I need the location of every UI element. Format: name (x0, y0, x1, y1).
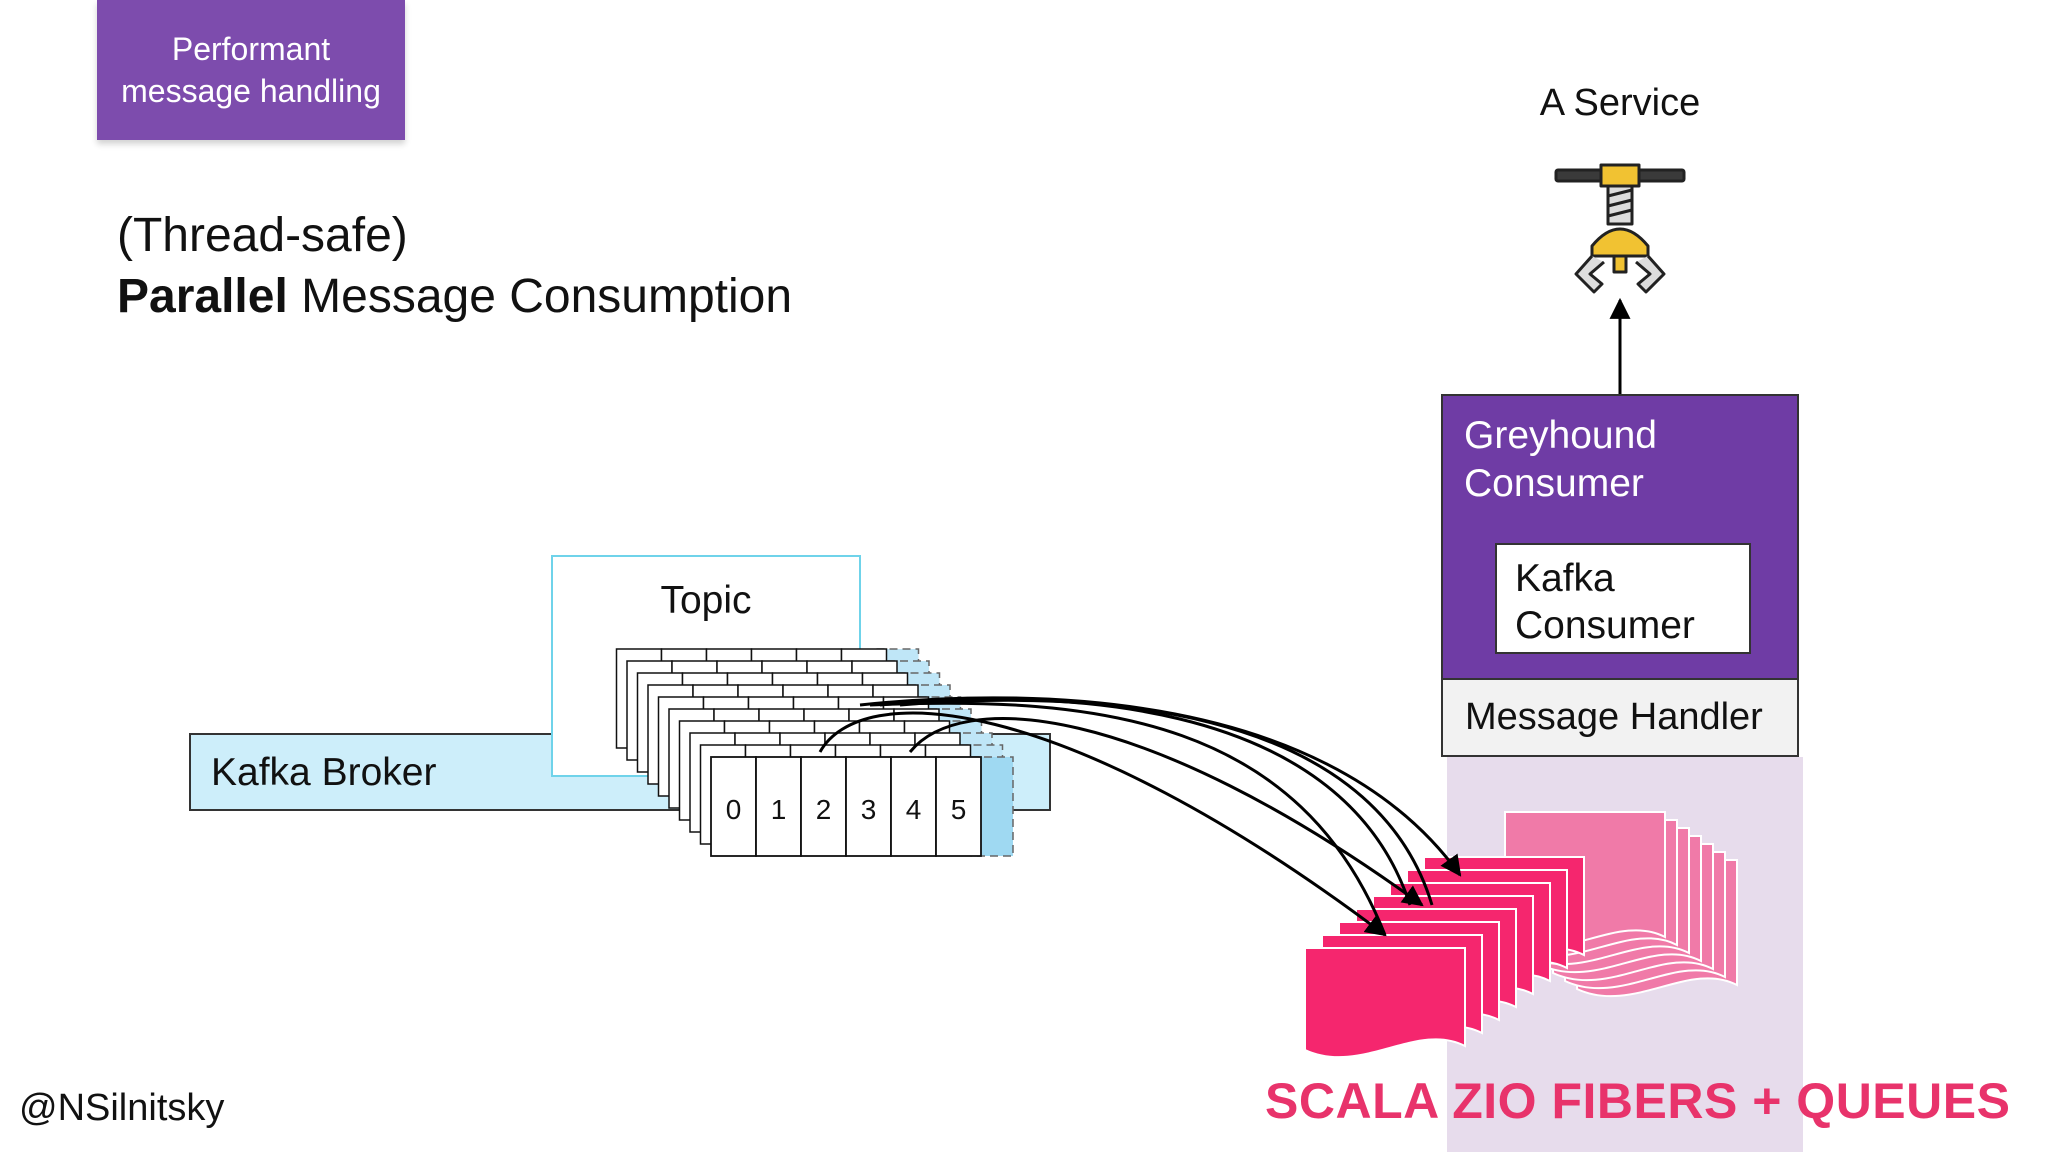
partition-cell (845, 756, 892, 857)
kafka-consumer-line2: Consumer (1515, 604, 1695, 647)
section-tag-line1: Performant (171, 31, 331, 67)
robot-claw-icon (1554, 163, 1686, 294)
fibers-caption: SCALA ZIO FIBERS + QUEUES (1265, 1073, 2011, 1129)
section-tag: Performant message handling (97, 0, 405, 140)
partition-label-4: 4 (906, 794, 922, 825)
kafka-consumer-box: Kafka Consumer (1495, 543, 1751, 654)
fiber-sheet (1304, 947, 1466, 1059)
partition-label-3: 3 (861, 794, 877, 825)
partition-to-fiber-arrows (818, 696, 1462, 937)
bright-fiber-stack (1304, 856, 1585, 1059)
partition-cell (710, 756, 757, 857)
author-handle: @NSilnitsky (19, 1087, 225, 1129)
partition-label-5: 5 (951, 794, 967, 825)
message-handler-box: Message Handler (1441, 680, 1799, 757)
arrow-partition-4 (908, 717, 1424, 907)
kafka-consumer-line1: Kafka (1515, 557, 1615, 600)
partition-label-0: 0 (726, 794, 742, 825)
arrow-partition-d (869, 701, 1387, 936)
partition-label-2: 2 (816, 794, 832, 825)
arrow-partition-2 (818, 711, 1387, 937)
slide-title-rest: Message Consumption (287, 270, 793, 323)
greyhound-title-line2: Consumer (1464, 462, 1644, 505)
greyhound-consumer-title: Greyhound Consumer (1464, 412, 1764, 508)
partition-cell (755, 756, 802, 857)
arrow-partition-c (899, 698, 1434, 906)
slide-subtitle: (Thread-safe) (117, 209, 408, 262)
partition-cell (935, 756, 982, 857)
partition-label-1: 1 (771, 794, 787, 825)
greyhound-title-line1: Greyhound (1464, 414, 1657, 457)
slide-title-bold: Parallel (117, 270, 288, 323)
slide-title: Parallel Message Consumption (117, 266, 792, 328)
section-tag-line2: message handling (121, 73, 381, 109)
service-label: A Service (1539, 82, 1701, 124)
